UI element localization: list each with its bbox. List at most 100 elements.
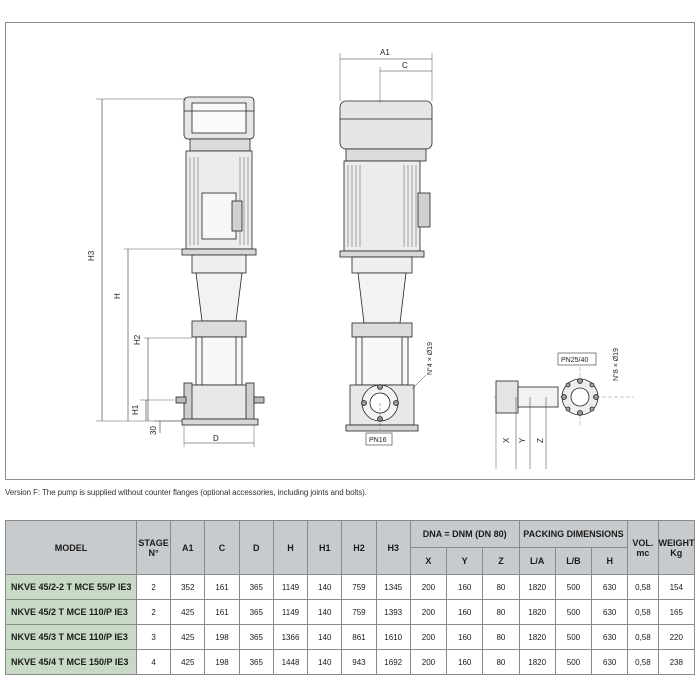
pump-side-view [339,100,433,432]
dim-label-h: H [113,293,122,299]
table-row: NKVE 45/2 T MCE 110/P IE3 2 425 161 365 … [5,599,696,625]
cell-la: 1820 [518,624,556,650]
label-holes-8: N°8 × Ø19 [612,348,620,381]
pn16-label: PN16 [365,432,393,446]
cell-lb: 500 [554,599,593,625]
cell-h2: 759 [341,599,377,625]
dim-label-y: Y [518,437,527,443]
cell-vol: 0,58 [627,574,659,600]
cell-y: 160 [446,624,484,650]
dimensions-table: MODEL STAGE N° A1 C D H H1 H2 H3 DNA = D… [5,520,696,675]
pump-front-view [175,96,265,426]
cell-x: 200 [409,574,448,600]
cell-model: NKVE 45/2 T MCE 110/P IE3 [5,599,137,625]
cell-h1: 140 [307,649,343,675]
cell-h2: 861 [341,624,377,650]
cell-h2: 759 [341,574,377,600]
cell-c: 198 [204,649,240,675]
cell-h: 1149 [272,574,309,600]
cell-model: NKVE 45/2-2 T MCE 55/P IE3 [5,574,137,600]
cell-c: 161 [204,599,240,625]
cell-z: 80 [482,649,520,675]
header-h1: H1 [307,520,343,575]
cell-ph: 630 [591,599,629,625]
cell-h1: 140 [307,599,343,625]
cell-vol: 0,58 [627,599,659,625]
dim-label-c: C [402,61,408,70]
cell-h1: 140 [307,574,343,600]
cell-a1: 425 [170,599,206,625]
header-vol: VOL. mc [627,520,659,575]
cell-d: 365 [238,649,274,675]
header-lb: L/B [554,547,593,575]
dim-label-a1: A1 [380,48,390,57]
cell-vol: 0,58 [627,624,659,650]
cell-stage: 2 [135,599,172,625]
cell-a1: 352 [170,574,206,600]
cell-h: 1149 [272,599,309,625]
cell-ph: 630 [591,649,629,675]
header-ph: H [591,547,629,575]
cell-weight: 238 [657,649,696,675]
flange-detail [494,367,634,469]
header-x: X [409,547,448,575]
label-pn16: PN16 [369,437,387,444]
cell-h3: 1345 [375,574,411,600]
cell-z: 80 [482,599,520,625]
dim-label-z: Z [536,438,545,443]
header-c: C [204,520,240,575]
cell-h: 1448 [272,649,309,675]
cell-h1: 140 [307,624,343,650]
cell-z: 80 [482,574,520,600]
dim-label-h1: H1 [131,404,140,415]
cell-ph: 630 [591,624,629,650]
label-pn2540: PN25/40 [561,357,588,364]
table-row: NKVE 45/3 T MCE 110/P IE3 3 425 198 365 … [5,624,696,650]
cell-a1: 425 [170,649,206,675]
dim-label-30: 30 [149,426,158,435]
cell-vol: 0,58 [627,649,659,675]
technical-drawing-frame: H3 H H2 H1 30 D [5,22,695,480]
pump-technical-drawing: H3 H H2 H1 30 D [87,48,634,469]
cell-stage: 2 [135,574,172,600]
cell-weight: 154 [657,574,696,600]
cell-x: 200 [409,624,448,650]
dim-label-h3: H3 [87,250,96,261]
cell-h3: 1692 [375,649,411,675]
cell-d: 365 [238,574,274,600]
table-subheader-row: X Y Z L/A L/B H [6,547,695,575]
cell-la: 1820 [518,574,556,600]
cell-lb: 500 [554,649,593,675]
cell-y: 160 [446,574,484,600]
header-la: L/A [518,547,556,575]
cell-h3: 1610 [375,624,411,650]
header-stage: STAGE N° [135,520,172,575]
dim-label-d: D [213,434,219,443]
dim-label-x: X [502,437,511,443]
cell-la: 1820 [518,649,556,675]
header-y: Y [446,547,484,575]
height-dimensions [96,98,255,447]
pn2540-label: PN25/40 [557,352,597,366]
cell-lb: 500 [554,574,593,600]
table-row: NKVE 45/2-2 T MCE 55/P IE3 2 352 161 365… [5,574,696,600]
cell-ph: 630 [591,574,629,600]
header-h2: H2 [341,520,377,575]
header-dna: DNA = DNM (DN 80) [409,520,520,548]
table-header-row: MODEL STAGE N° A1 C D H H1 H2 H3 DNA = D… [5,520,696,575]
cell-d: 365 [238,599,274,625]
header-weight: WEIGHT Kg [657,520,696,575]
label-holes-4: N°4 × Ø19 [426,342,434,375]
cell-model: NKVE 45/4 T MCE 150/P IE3 [5,649,137,675]
header-z: Z [482,547,520,575]
header-model: MODEL [5,520,137,575]
header-d: D [238,520,274,575]
cell-h2: 943 [341,649,377,675]
cell-c: 198 [204,624,240,650]
header-h: H [272,520,309,575]
cell-c: 161 [204,574,240,600]
dim-label-h2: H2 [133,334,142,345]
cell-stage: 3 [135,624,172,650]
cell-y: 160 [446,649,484,675]
cell-h: 1366 [272,624,309,650]
